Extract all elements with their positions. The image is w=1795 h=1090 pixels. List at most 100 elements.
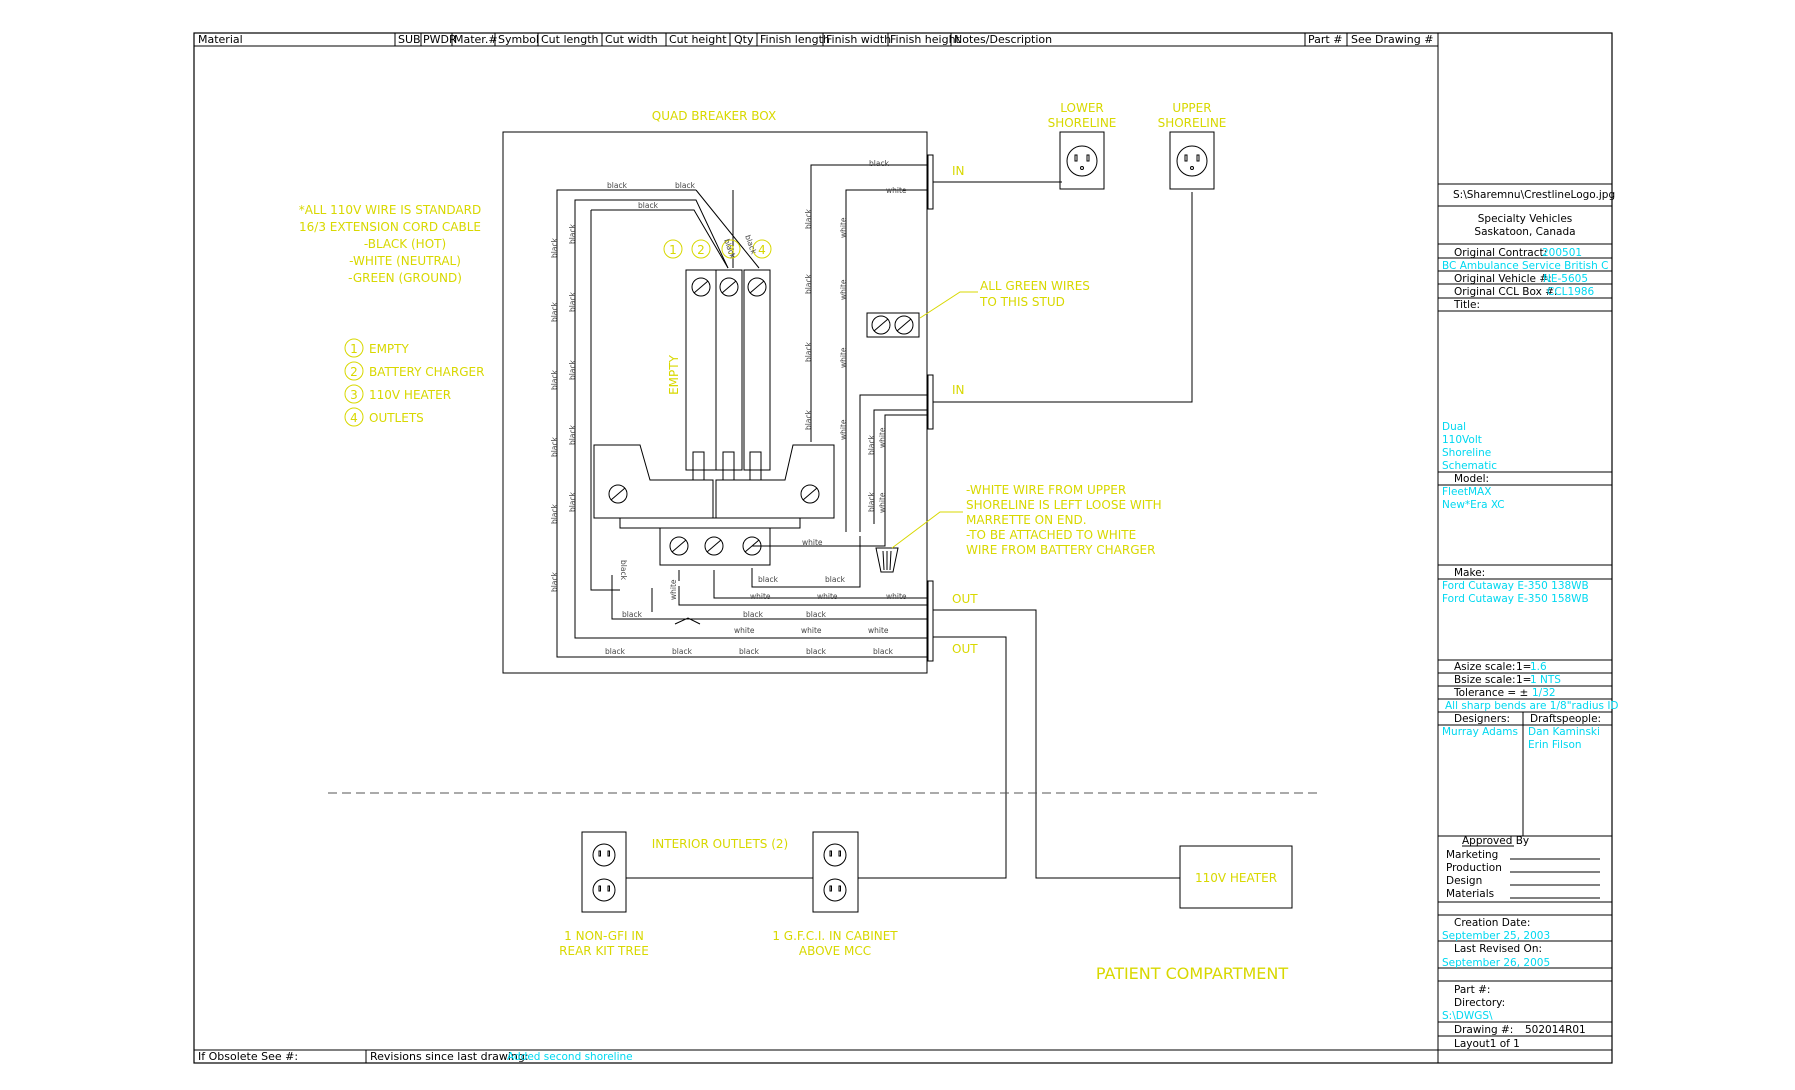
wire-standard-note: *ALL 110V WIRE IS STANDARD 16/3 EXTENSIO…: [299, 203, 481, 285]
orig-ccl-label: Original CCL Box #:: [1454, 286, 1557, 298]
connector-in-lower: IN: [927, 154, 1062, 210]
bends-note: All sharp bends are 1/8"radius ID: [1445, 700, 1619, 712]
wire-label-white-bus: white: [669, 579, 678, 600]
model-label: Model:: [1454, 473, 1489, 485]
white-note-4: -TO BE ATTACHED TO WHITE: [966, 528, 1136, 542]
connector-in-upper: IN: [927, 192, 1193, 430]
neutral-screw-2: [704, 536, 724, 556]
wire-label-black-m1: black: [568, 223, 577, 244]
wire-label-black-1: black: [607, 181, 628, 190]
footer-revisions-label: Revisions since last drawing:: [370, 1050, 529, 1063]
wire-label-white-v3: white: [839, 347, 848, 368]
header-col-cut-height: Cut height: [669, 33, 727, 46]
wire-note-3: -BLACK (HOT): [364, 237, 446, 251]
header-part: Part #: [1308, 33, 1342, 46]
legend-label-3: 110V HEATER: [369, 388, 451, 402]
empty-breaker-label: EMPTY: [667, 354, 681, 395]
outlet-non-gfi: [581, 831, 627, 913]
legend-num-4: 4: [350, 411, 358, 425]
approved-by: Approved By: [1462, 835, 1529, 847]
breaker-num-1-text: 1: [669, 243, 677, 257]
drawing-frame: [193, 32, 1613, 1064]
wire-label-black-b2: black: [672, 647, 693, 656]
drawing-number-value: 502014R01: [1525, 1024, 1586, 1036]
approval-materials: Materials: [1446, 888, 1494, 900]
breaker-num-4: 4: [752, 239, 772, 259]
legend-item-3: 3 110V HEATER: [344, 384, 451, 404]
wire-label-black-v4: black: [804, 409, 813, 430]
upper-shoreline-label-2: SHORELINE: [1158, 116, 1227, 130]
company-line-2: Saskatoon, Canada: [1474, 226, 1575, 238]
outlet-gfci: [812, 831, 859, 913]
patient-compartment-label: PATIENT COMPARTMENT: [1096, 964, 1289, 983]
header-col-finish-length: Finish length: [760, 33, 830, 46]
out-label-1: OUT: [952, 592, 978, 606]
white-note-5: WIRE FROM BATTERY CHARGER: [966, 543, 1155, 557]
wire-label-black-v1: black: [804, 208, 813, 229]
footer-row: If Obsolete See #: Revisions since last …: [198, 1050, 633, 1063]
header-col-cut-width: Cut width: [605, 33, 658, 46]
legend-item-1: 1 EMPTY: [344, 338, 410, 358]
footer-revisions-value: Added second shoreline: [507, 1051, 633, 1063]
legend-label-2: BATTERY CHARGER: [369, 365, 484, 379]
wire-label-white-o5: white: [801, 626, 822, 635]
footer-obsolete: If Obsolete See #:: [198, 1050, 298, 1063]
customer-name: BC Ambulance Service British C: [1442, 260, 1608, 272]
outlet1-label-2: REAR KIT TREE: [559, 944, 649, 958]
wire-label-black-v5: black: [867, 434, 876, 455]
in-label-upper: IN: [952, 383, 965, 397]
legend-label-1: EMPTY: [369, 342, 410, 356]
last-revised-value: September 26, 2005: [1442, 957, 1550, 969]
wire-note-2: 16/3 EXTENSION CORD CABLE: [299, 220, 481, 234]
header-col-symbol: Symbol: [498, 33, 539, 46]
breaker-num-2-text: 2: [697, 243, 705, 257]
designers-value: Murray Adams: [1442, 726, 1518, 738]
wire-label-white-o3: white: [886, 592, 907, 601]
green-wires-note: ALL GREEN WIRES TO THIS STUD: [919, 279, 1090, 319]
orig-contract-value: 200501: [1542, 247, 1582, 259]
upper-shoreline-label-1: UPPER: [1172, 101, 1211, 115]
breaker-screw-2: [691, 277, 711, 297]
breaker-num-1: 1: [663, 239, 683, 259]
title-value-2: 110Volt: [1442, 434, 1482, 446]
in-label-lower: IN: [952, 164, 965, 178]
wire-label-black-o2: black: [825, 575, 846, 584]
wire-label-black-l6: black: [550, 571, 559, 592]
breaker-screw-4: [747, 277, 767, 297]
layout-label: Layout1 of 1: [1454, 1038, 1520, 1050]
model-value-1: FleetMAX: [1442, 486, 1491, 498]
creation-date-value: September 25, 2003: [1442, 930, 1550, 942]
title-value-3: Shoreline: [1442, 447, 1491, 459]
header-col-finish-height: Finish height: [890, 33, 961, 46]
bsize-label: Bsize scale:: [1454, 674, 1516, 686]
header-col-mater: Mater.#: [454, 33, 498, 46]
wire-label-white-o2: white: [817, 592, 838, 601]
wire-note-5: -GREEN (GROUND): [348, 271, 462, 285]
header-col-qty: Qty: [734, 33, 754, 46]
wire-label-black-b4: black: [806, 647, 827, 656]
green-note-2: TO THIS STUD: [979, 295, 1065, 309]
wire-label-black-l5: black: [550, 503, 559, 524]
wire-label-black-v3: black: [804, 341, 813, 362]
wire-label-black-l4: black: [550, 436, 559, 457]
quad-breaker-box: 1 2 3 4 EMPTY black black black black wh…: [502, 131, 928, 674]
wire-label-black-m5: black: [568, 491, 577, 512]
tolerance-label: Tolerance = ±: [1453, 687, 1528, 699]
wire-label-black-o3: black: [622, 610, 643, 619]
wire-label-black-m2: black: [568, 291, 577, 312]
wire-label-black-m4: black: [568, 424, 577, 445]
wire-label-black-3: black: [638, 201, 659, 210]
outlet2-label-1: 1 G.F.C.I. IN CABINET: [772, 929, 898, 943]
breaker-legend: 1 EMPTY 2 BATTERY CHARGER 3 110V HEATER …: [344, 338, 484, 427]
draftspeople-label: Draftspeople:: [1530, 713, 1601, 725]
wire-note-1: *ALL 110V WIRE IS STANDARD: [299, 203, 481, 217]
wire-label-black-bus: black: [619, 560, 628, 581]
wire-label-black-o4: black: [743, 610, 764, 619]
orig-contract-label: Original Contract:: [1454, 247, 1547, 259]
wire-label-black-m3: black: [568, 359, 577, 380]
wire-label-black-b5: black: [873, 647, 894, 656]
asize-value: 1=: [1516, 661, 1531, 673]
wire-label-black-o5: black: [806, 610, 827, 619]
wire-label-black-v6: black: [867, 491, 876, 512]
make-label: Make:: [1454, 567, 1485, 579]
